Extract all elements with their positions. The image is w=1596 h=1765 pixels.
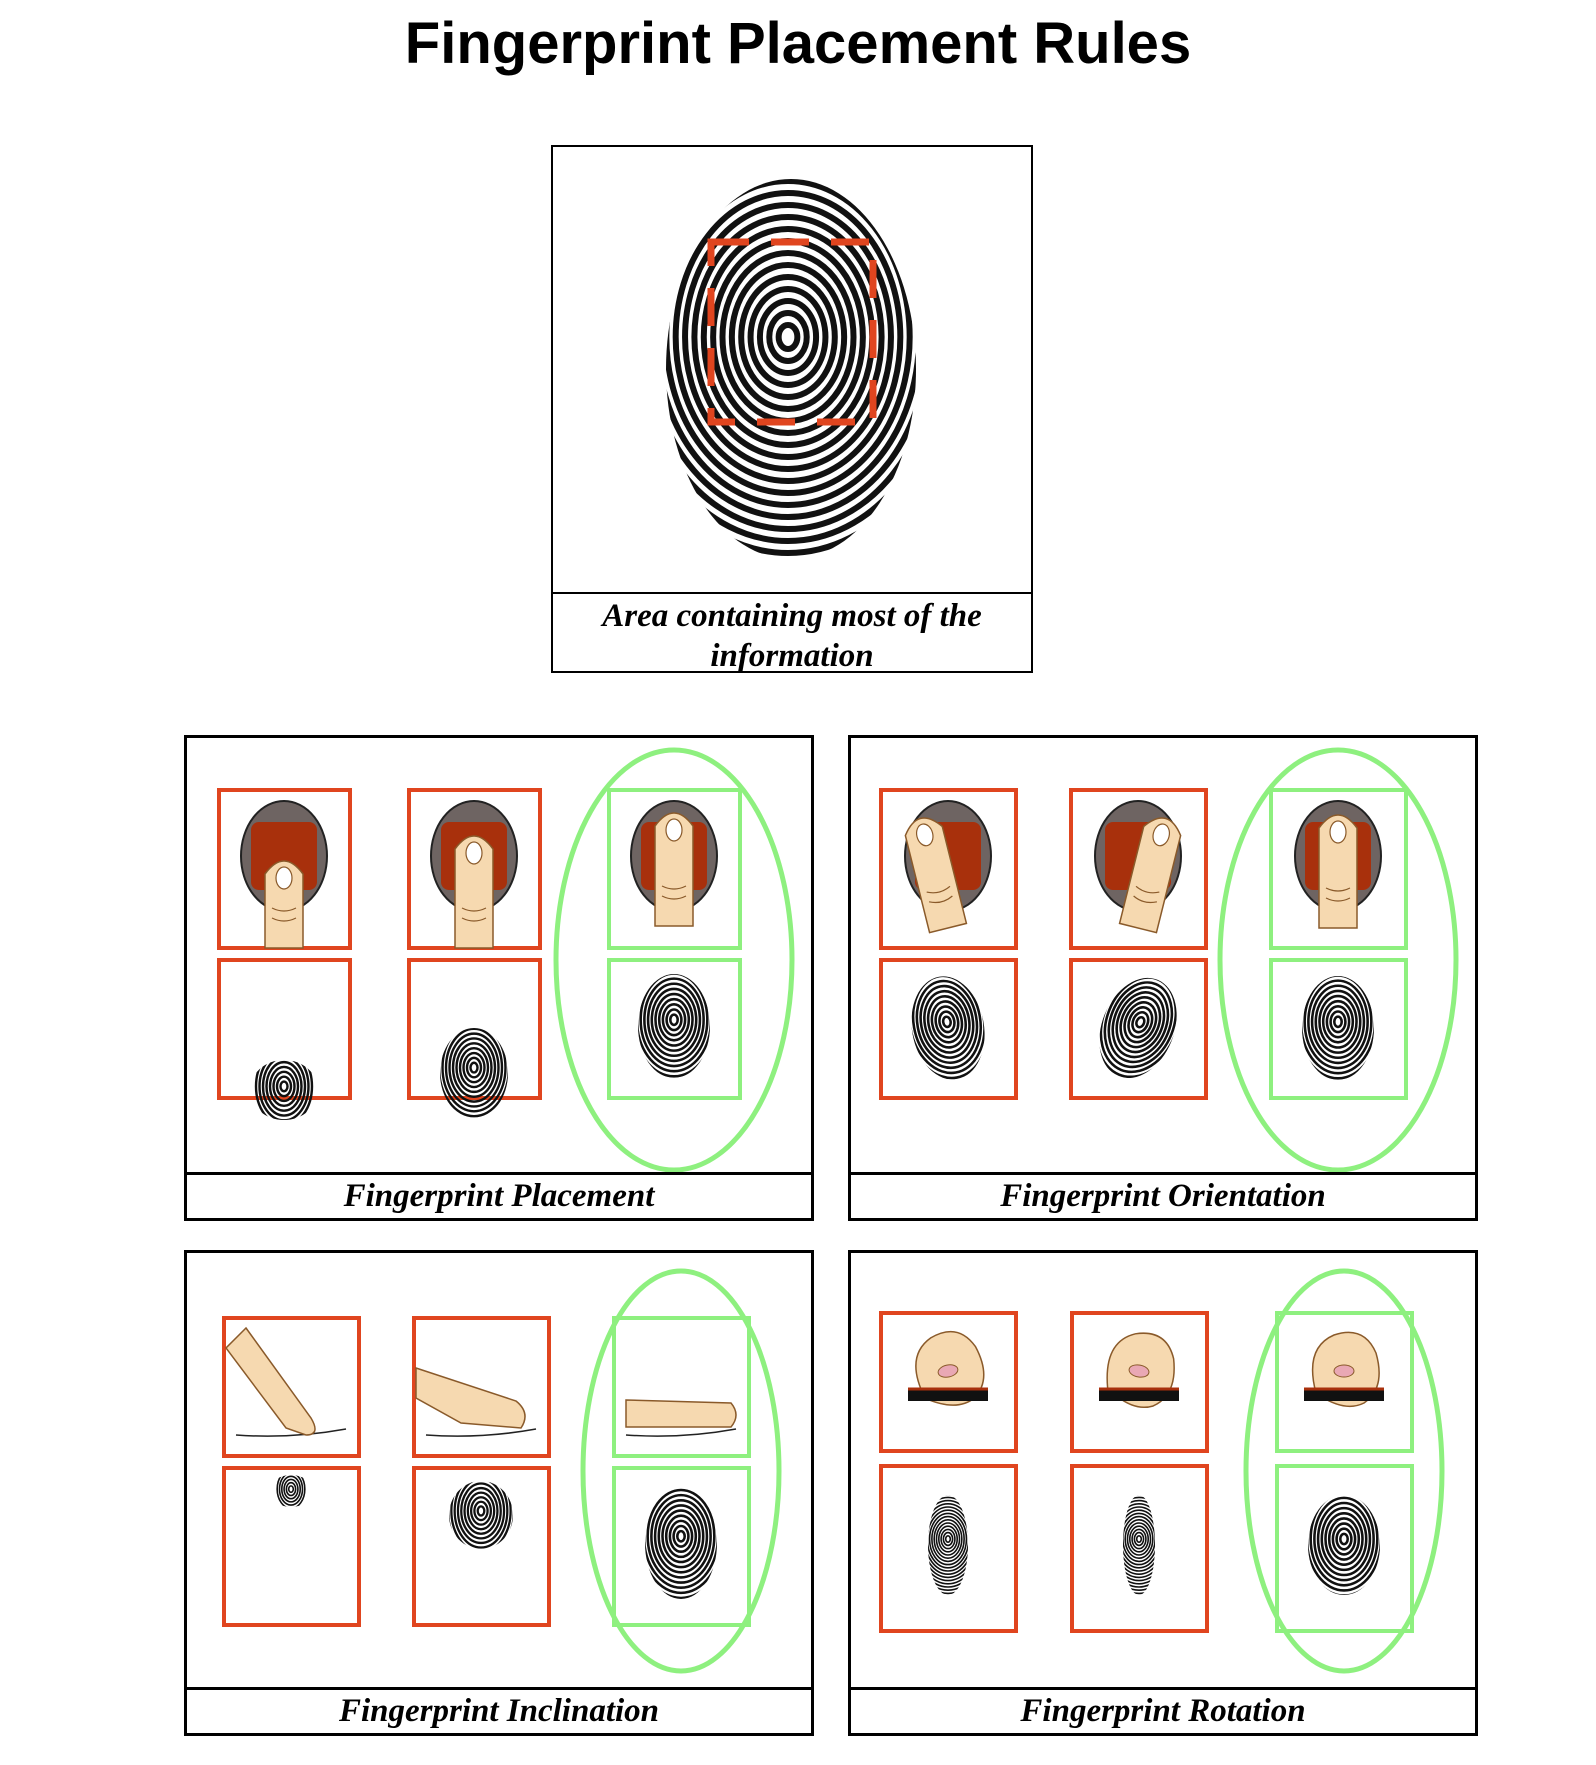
incorrect-example-frame (879, 1311, 1018, 1453)
incorrect-example-frame (879, 788, 1018, 950)
reference-fingerprint-figure: Area containing most of the information (551, 145, 1033, 674)
finger-on-sensor-icon (264, 860, 304, 949)
finger-on-sensor-icon (454, 835, 494, 949)
fingerprint-icon (638, 974, 710, 1078)
incorrect-example-frame (222, 1466, 361, 1627)
fingerprint-icon (440, 1028, 508, 1118)
panel-placement: Fingerprint Placement (184, 735, 814, 1221)
surface-line (425, 1428, 537, 1437)
finger-on-sensor-icon (1318, 814, 1358, 929)
incorrect-example-frame (222, 1316, 361, 1458)
finger-on-sensor-icon (904, 817, 968, 934)
incorrect-example-frame (879, 1464, 1018, 1633)
rotation-illustration (879, 1268, 1445, 1674)
fingerprint-icon (1123, 1495, 1155, 1595)
fingerprint-icon (903, 970, 993, 1086)
correct-example-frame (607, 788, 742, 950)
incorrect-example-frame (1069, 788, 1208, 950)
correct-example-frame (1269, 788, 1408, 950)
correct-example-frame (612, 1316, 751, 1458)
orientation-illustration (879, 747, 1459, 1172)
fingerprint-icon (1308, 1495, 1380, 1595)
correct-example-highlight (1243, 1268, 1445, 1674)
correct-example-frame (612, 1466, 751, 1627)
incorrect-example-frame (217, 958, 352, 1100)
incorrect-example-frame (412, 1466, 551, 1627)
panel-caption: Fingerprint Placement (187, 1172, 811, 1218)
correct-example-frame (607, 958, 742, 1100)
sensor-surface (908, 1389, 988, 1401)
fingerprint-icon (254, 1060, 314, 1120)
finger-on-sensor-icon (1118, 817, 1182, 934)
correct-example-frame (1275, 1464, 1414, 1633)
panel-caption: Fingerprint Rotation (851, 1687, 1475, 1733)
sensor-surface (1304, 1389, 1384, 1401)
panel-inclination: Fingerprint Inclination (184, 1250, 814, 1736)
inclination-illustration (222, 1268, 782, 1674)
incorrect-example-frame (1070, 1311, 1209, 1453)
correct-example-highlight (580, 1268, 782, 1674)
panel-rotation: Fingerprint Rotation (848, 1250, 1478, 1736)
panel-caption: Fingerprint Inclination (187, 1687, 811, 1733)
fingerprint-icon (666, 179, 916, 559)
incorrect-example-frame (879, 958, 1018, 1100)
finger-on-sensor-icon (654, 812, 694, 927)
fingerprint-icon (449, 1481, 513, 1549)
fingerprint-icon (645, 1487, 717, 1599)
finger-side-view-icon (625, 1399, 737, 1428)
placement-illustration (217, 747, 795, 1172)
fingerprint-icon (1302, 976, 1374, 1080)
correct-example-highlight (553, 747, 795, 1172)
top-caption: Area containing most of the information (553, 592, 1031, 674)
sensor-surface (1099, 1389, 1179, 1401)
incorrect-example-frame (412, 1316, 551, 1458)
incorrect-example-frame (407, 958, 542, 1100)
panel-orientation: Fingerprint Orientation (848, 735, 1478, 1221)
correct-example-frame (1275, 1311, 1414, 1453)
surface-line (235, 1428, 347, 1437)
fingerprint-icon (276, 1475, 306, 1507)
correct-example-frame (1269, 958, 1408, 1100)
finger-side-view-icon (225, 1326, 316, 1436)
information-area-marker (707, 238, 877, 426)
surface-line (625, 1428, 737, 1437)
finger-end-view-icon (915, 1330, 985, 1406)
finger-side-view-icon (415, 1366, 526, 1429)
incorrect-example-frame (1070, 1464, 1209, 1633)
fingerprint-icon (928, 1495, 968, 1595)
panel-caption: Fingerprint Orientation (851, 1172, 1475, 1218)
page-title: Fingerprint Placement Rules (404, 11, 1192, 76)
fingerprint-icon (1087, 966, 1191, 1089)
correct-example-highlight (1217, 747, 1459, 1172)
incorrect-example-frame (1069, 958, 1208, 1100)
